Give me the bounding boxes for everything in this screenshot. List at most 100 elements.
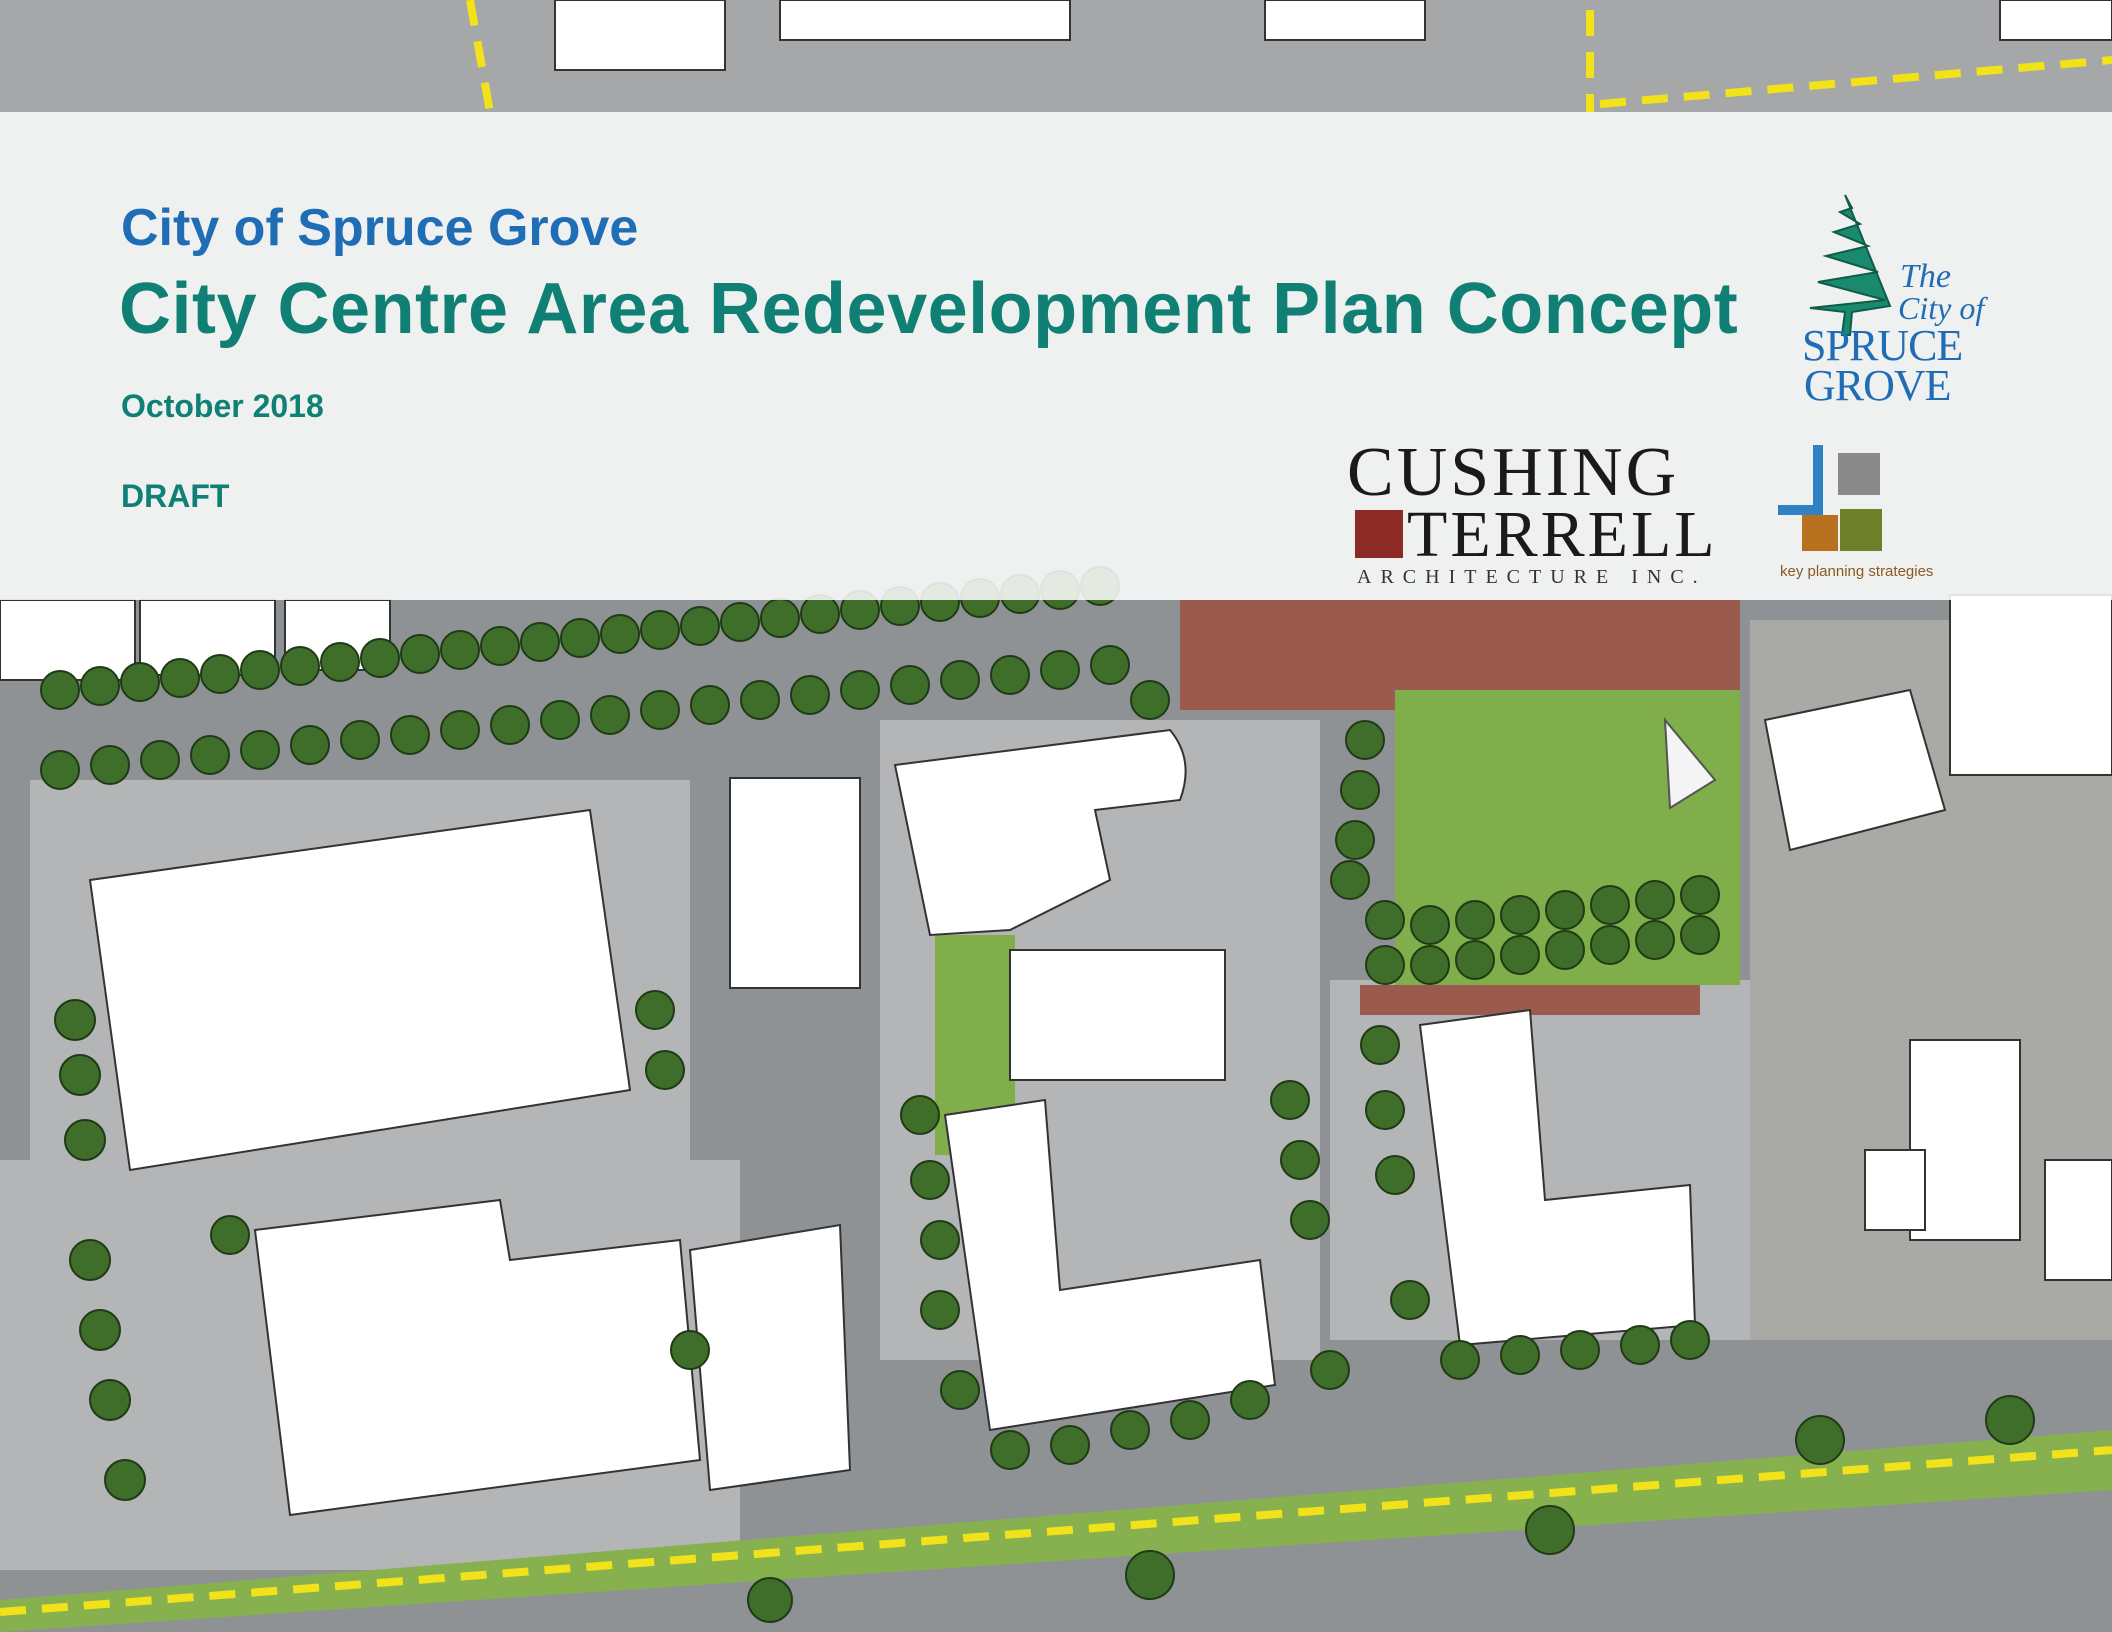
tree <box>240 650 280 690</box>
tree <box>360 638 400 678</box>
tree <box>1365 900 1405 940</box>
tree <box>940 660 980 700</box>
city-of-spruce-grove-logo: The City of SPRUCE GROVE <box>1790 190 1990 410</box>
tree <box>1290 1200 1330 1240</box>
tree <box>640 690 680 730</box>
tree <box>790 675 830 715</box>
tree <box>210 1215 250 1255</box>
building <box>1763 688 1947 852</box>
tree <box>1525 1505 1575 1555</box>
logo-text-architecture: ARCHITECTURE INC. <box>1357 566 1707 588</box>
tree <box>1410 945 1450 985</box>
tree <box>900 1095 940 1135</box>
tree <box>1375 1155 1415 1195</box>
tree <box>740 680 780 720</box>
tree <box>40 670 80 710</box>
tree <box>640 610 680 650</box>
kps-squares-icon <box>1778 445 1882 551</box>
tree <box>910 1160 950 1200</box>
tree <box>840 670 880 710</box>
tree <box>340 720 380 760</box>
building <box>2044 1159 2112 1281</box>
tree <box>1545 930 1585 970</box>
road-marking <box>0 1446 2112 1616</box>
building <box>1949 594 2112 776</box>
tree <box>1795 1415 1845 1465</box>
tree <box>1500 895 1540 935</box>
building <box>88 808 632 1172</box>
road-marking <box>1599 56 2112 108</box>
document-title: City Centre Area Redevelopment Plan Conc… <box>119 269 1739 349</box>
tree <box>1170 1400 1210 1440</box>
tree <box>490 705 530 745</box>
tree <box>1410 905 1450 945</box>
tree <box>1455 940 1495 980</box>
tree <box>80 666 120 706</box>
building <box>943 1098 1277 1432</box>
tree <box>560 618 600 658</box>
document-status: DRAFT <box>121 478 230 514</box>
tree <box>1040 650 1080 690</box>
tree <box>240 730 280 770</box>
building <box>1264 0 1426 41</box>
tree <box>600 614 640 654</box>
tree <box>64 1119 106 1161</box>
tree <box>1330 860 1370 900</box>
logo-text-city-of: City of <box>1898 290 1985 326</box>
tree <box>59 1054 101 1096</box>
key-planning-strategies-logo: key planning strategies <box>1778 445 1998 585</box>
tree <box>1560 1330 1600 1370</box>
tree <box>1455 900 1495 940</box>
tree <box>1545 890 1585 930</box>
title-band <box>0 112 2112 600</box>
road-marking <box>466 0 494 113</box>
tree <box>190 735 230 775</box>
tree <box>1130 680 1170 720</box>
building <box>1999 0 2112 41</box>
tree <box>200 654 240 694</box>
tree <box>54 999 96 1041</box>
building <box>779 0 1071 41</box>
document-date: October 2018 <box>121 388 324 424</box>
tree <box>140 740 180 780</box>
tree <box>120 662 160 702</box>
tree <box>747 1577 793 1623</box>
tree <box>79 1309 121 1351</box>
tree <box>280 646 320 686</box>
tree <box>720 602 760 642</box>
building <box>1909 1039 2021 1241</box>
tree <box>1365 1090 1405 1130</box>
tree <box>1590 885 1630 925</box>
tree <box>645 1050 685 1090</box>
tree <box>1340 770 1380 810</box>
logo-text-terrell: TERRELL <box>1407 498 1718 571</box>
tree <box>990 655 1030 695</box>
building <box>1009 949 1226 1081</box>
tree <box>1440 1340 1480 1380</box>
logo-text-cushing: CUSHING <box>1347 434 1680 511</box>
tree <box>1335 820 1375 860</box>
tree <box>1310 1350 1350 1390</box>
tree <box>1365 945 1405 985</box>
logo-text-grove: GROVE <box>1804 361 1952 410</box>
tree <box>635 990 675 1030</box>
tree <box>160 658 200 698</box>
tree <box>1500 1335 1540 1375</box>
tree <box>1680 875 1720 915</box>
tree <box>1125 1550 1175 1600</box>
building <box>1864 1149 1926 1231</box>
tree <box>590 695 630 735</box>
logo-square-icon <box>1355 510 1403 558</box>
tree <box>1050 1425 1090 1465</box>
building <box>893 728 1187 937</box>
cushing-terrell-logo: CUSHING TERRELL ARCHITECTURE INC. <box>1345 438 1765 596</box>
tree <box>1590 925 1630 965</box>
tree <box>1270 1080 1310 1120</box>
tree <box>89 1379 131 1421</box>
organization-name: City of Spruce Grove <box>121 199 639 257</box>
tree <box>1620 1325 1660 1365</box>
tree <box>440 630 480 670</box>
tree <box>1280 1140 1320 1180</box>
tree <box>540 700 580 740</box>
building <box>688 1223 852 1492</box>
